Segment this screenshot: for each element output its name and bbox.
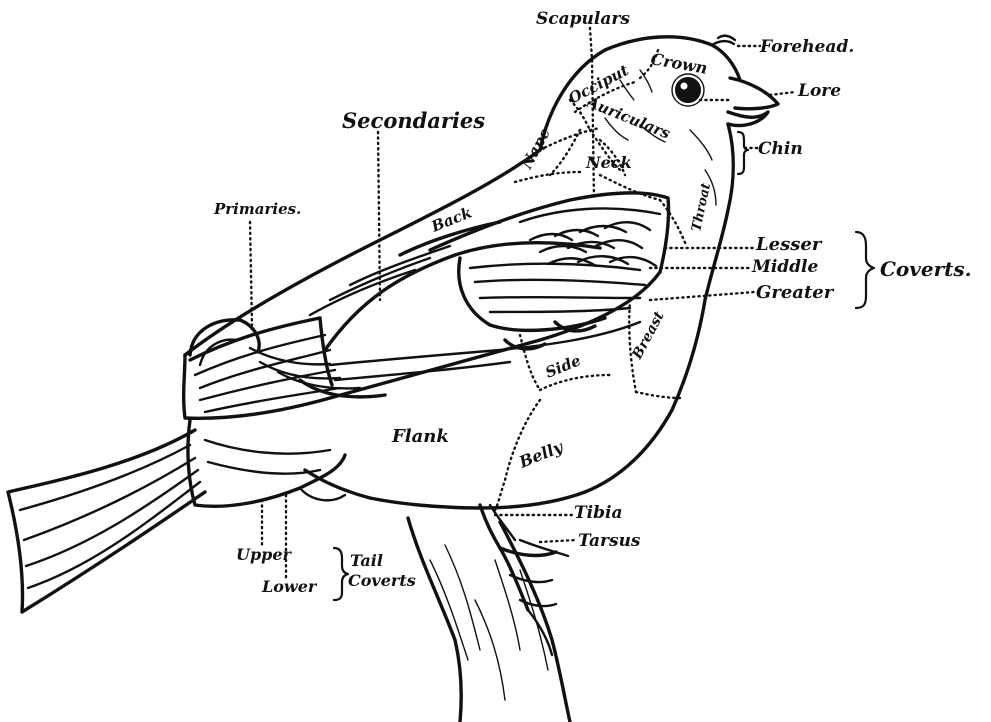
label-tibia: Tibia (574, 503, 622, 523)
label-upper: Upper (236, 545, 293, 564)
label-forehead: Forehead. (759, 37, 854, 57)
label-coverts: Coverts. (880, 257, 972, 281)
label-nape: Nape (517, 125, 554, 173)
leg-drawing (480, 505, 556, 655)
label-lore: Lore (797, 81, 841, 101)
label-tail-coverts: Coverts (348, 571, 416, 590)
braces (334, 132, 874, 600)
tail-coverts-brace (334, 548, 348, 600)
label-flank: Flank (391, 426, 449, 447)
label-lower: Lower (261, 577, 318, 596)
label-neck: Neck (585, 153, 632, 172)
label-tarsus: Tarsus (578, 531, 641, 551)
label-breast: Breast (629, 308, 668, 362)
label-primaries: Primaries. (213, 200, 301, 218)
branch-drawing (408, 518, 570, 722)
coverts-brace (856, 232, 874, 308)
label-belly: Belly (515, 437, 566, 473)
label-lesser: Lesser (755, 234, 823, 255)
label-middle: Middle (751, 257, 819, 277)
label-throat: Throat (689, 182, 714, 233)
chin-brace (738, 132, 748, 174)
label-auriculars: Auriculars (583, 92, 674, 143)
label-crown: Crown (649, 49, 709, 78)
label-tail: Tail (350, 551, 383, 570)
label-greater: Greater (756, 282, 835, 303)
labels: Scapulars Forehead. Crown Occiput Lore A… (213, 9, 972, 596)
tail-coverts-drawing (188, 420, 345, 506)
tail-drawing (8, 430, 205, 612)
label-secondaries: Secondaries (342, 108, 485, 133)
eye-drawing (672, 74, 704, 106)
label-scapulars: Scapulars (536, 9, 630, 29)
label-chin: Chin (758, 139, 803, 159)
